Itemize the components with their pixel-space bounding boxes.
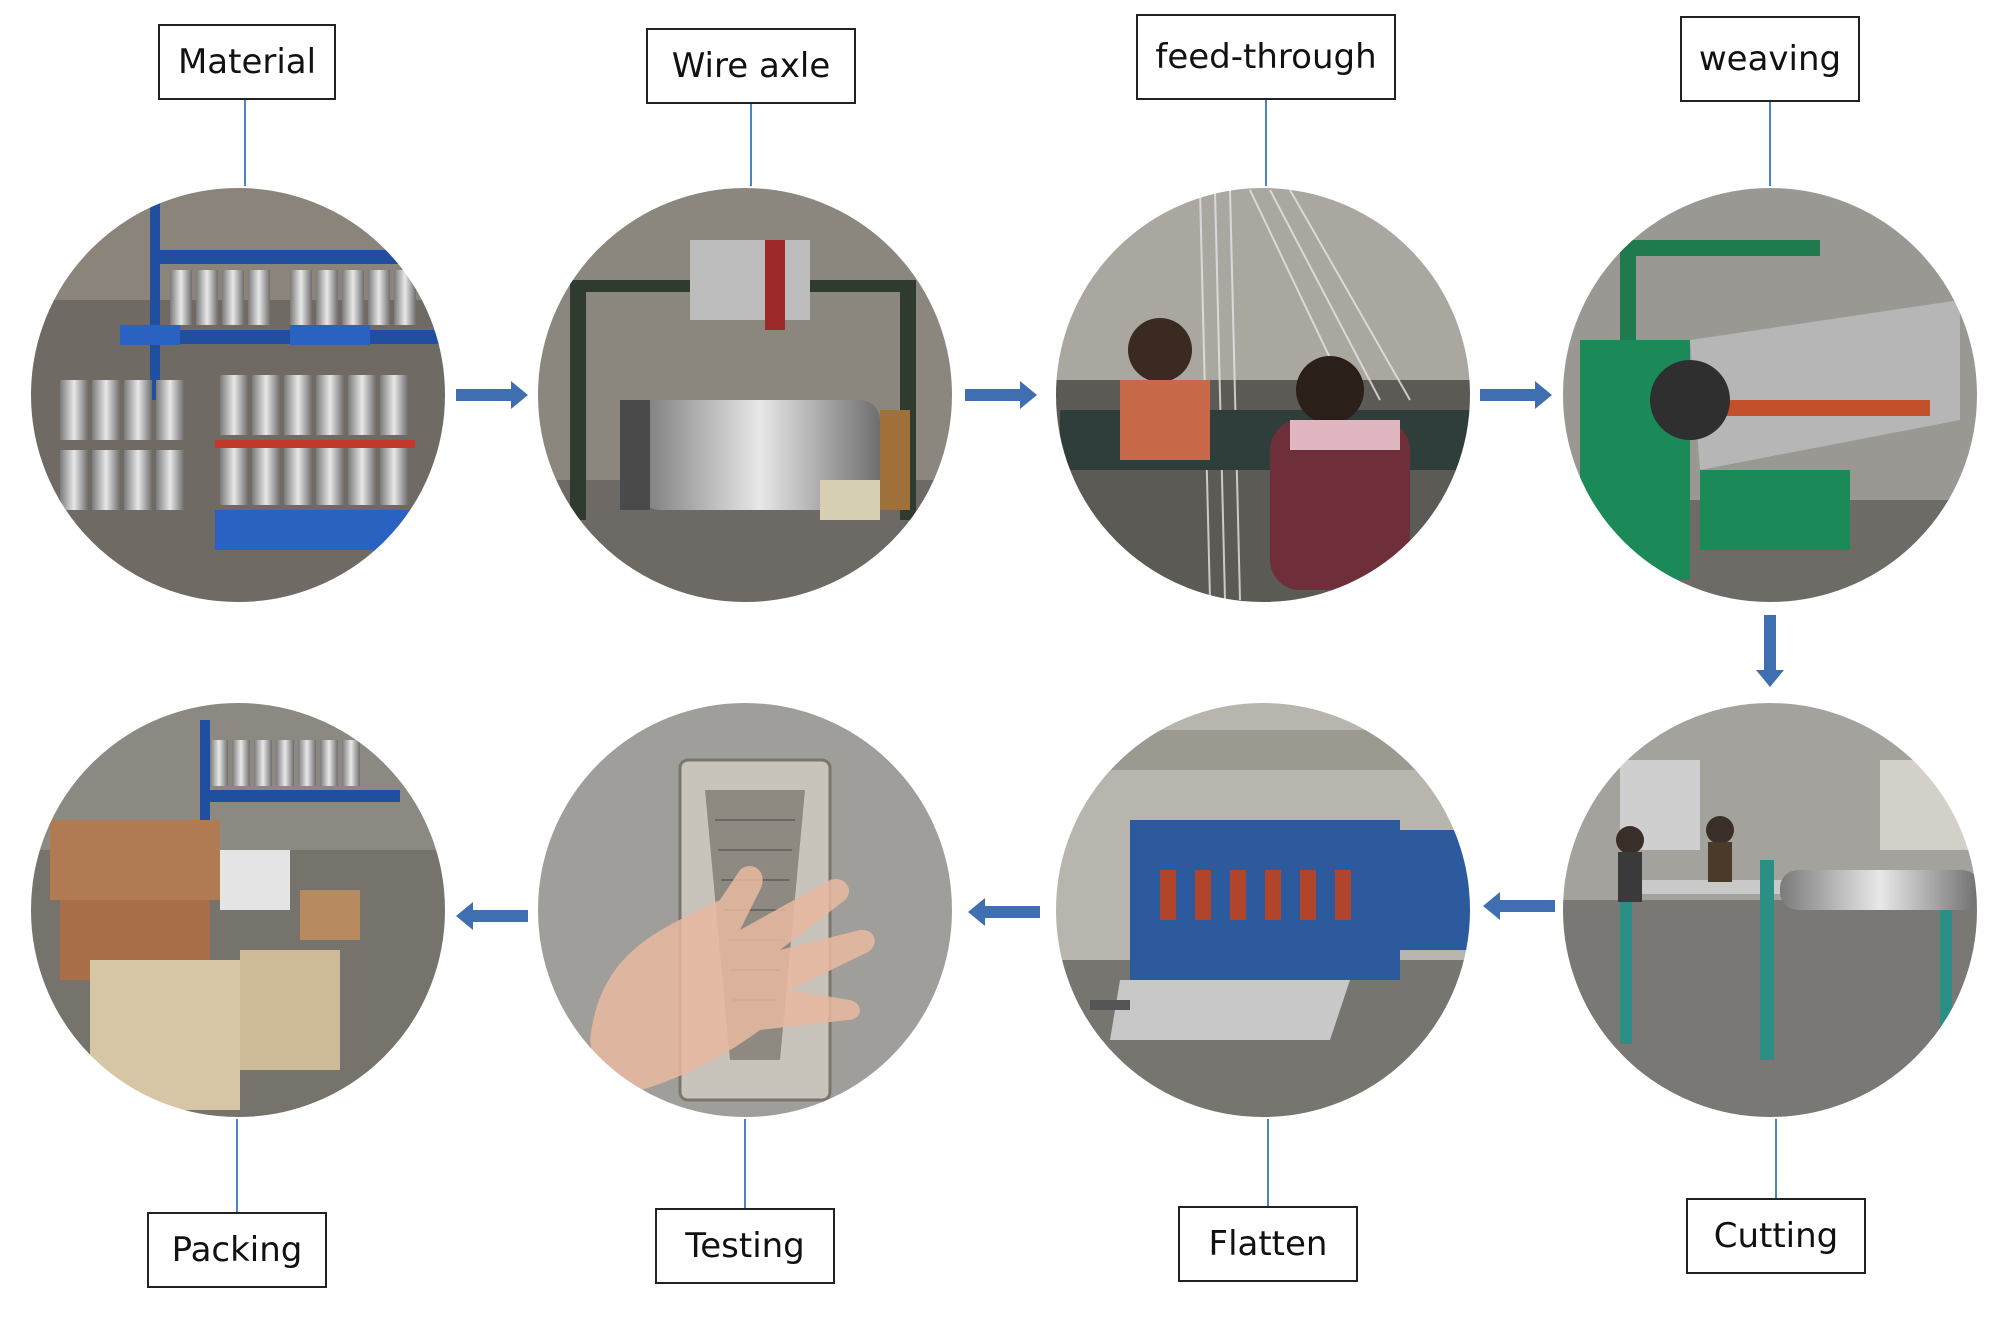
label-cutting: Cutting — [1686, 1198, 1866, 1274]
arrow-flatten-to-testing — [968, 898, 1040, 926]
label-testing: Testing — [655, 1208, 835, 1284]
label-packing-text: Packing — [171, 1230, 303, 1270]
label-flatten-text: Flatten — [1208, 1224, 1328, 1264]
label-wire-axle: Wire axle — [646, 28, 856, 104]
photo-flatten — [1055, 702, 1471, 1118]
label-packing: Packing — [147, 1212, 327, 1288]
label-weaving: weaving — [1680, 16, 1860, 102]
arrow-wire-axle-to-feed-through — [965, 381, 1037, 409]
arrow-cutting-to-flatten — [1483, 892, 1555, 920]
photo-wire-axle — [537, 187, 953, 603]
arrow-feed-through-to-weaving — [1480, 381, 1552, 409]
photo-testing — [537, 702, 953, 1118]
arrow-material-to-wire-axle — [456, 381, 528, 409]
arrow-testing-to-packing — [456, 902, 528, 930]
label-material: Material — [158, 24, 336, 100]
label-feed-through-text: feed-through — [1155, 37, 1377, 77]
arrow-weaving-to-cutting — [1756, 615, 1784, 687]
label-wire-axle-text: Wire axle — [671, 46, 831, 86]
label-flatten: Flatten — [1178, 1206, 1358, 1282]
photo-material — [30, 187, 446, 603]
label-feed-through: feed-through — [1136, 14, 1396, 100]
label-testing-text: Testing — [685, 1226, 805, 1266]
label-material-text: Material — [177, 42, 317, 82]
photo-packing — [30, 702, 446, 1118]
label-cutting-text: Cutting — [1713, 1216, 1839, 1256]
label-weaving-text: weaving — [1698, 39, 1842, 79]
